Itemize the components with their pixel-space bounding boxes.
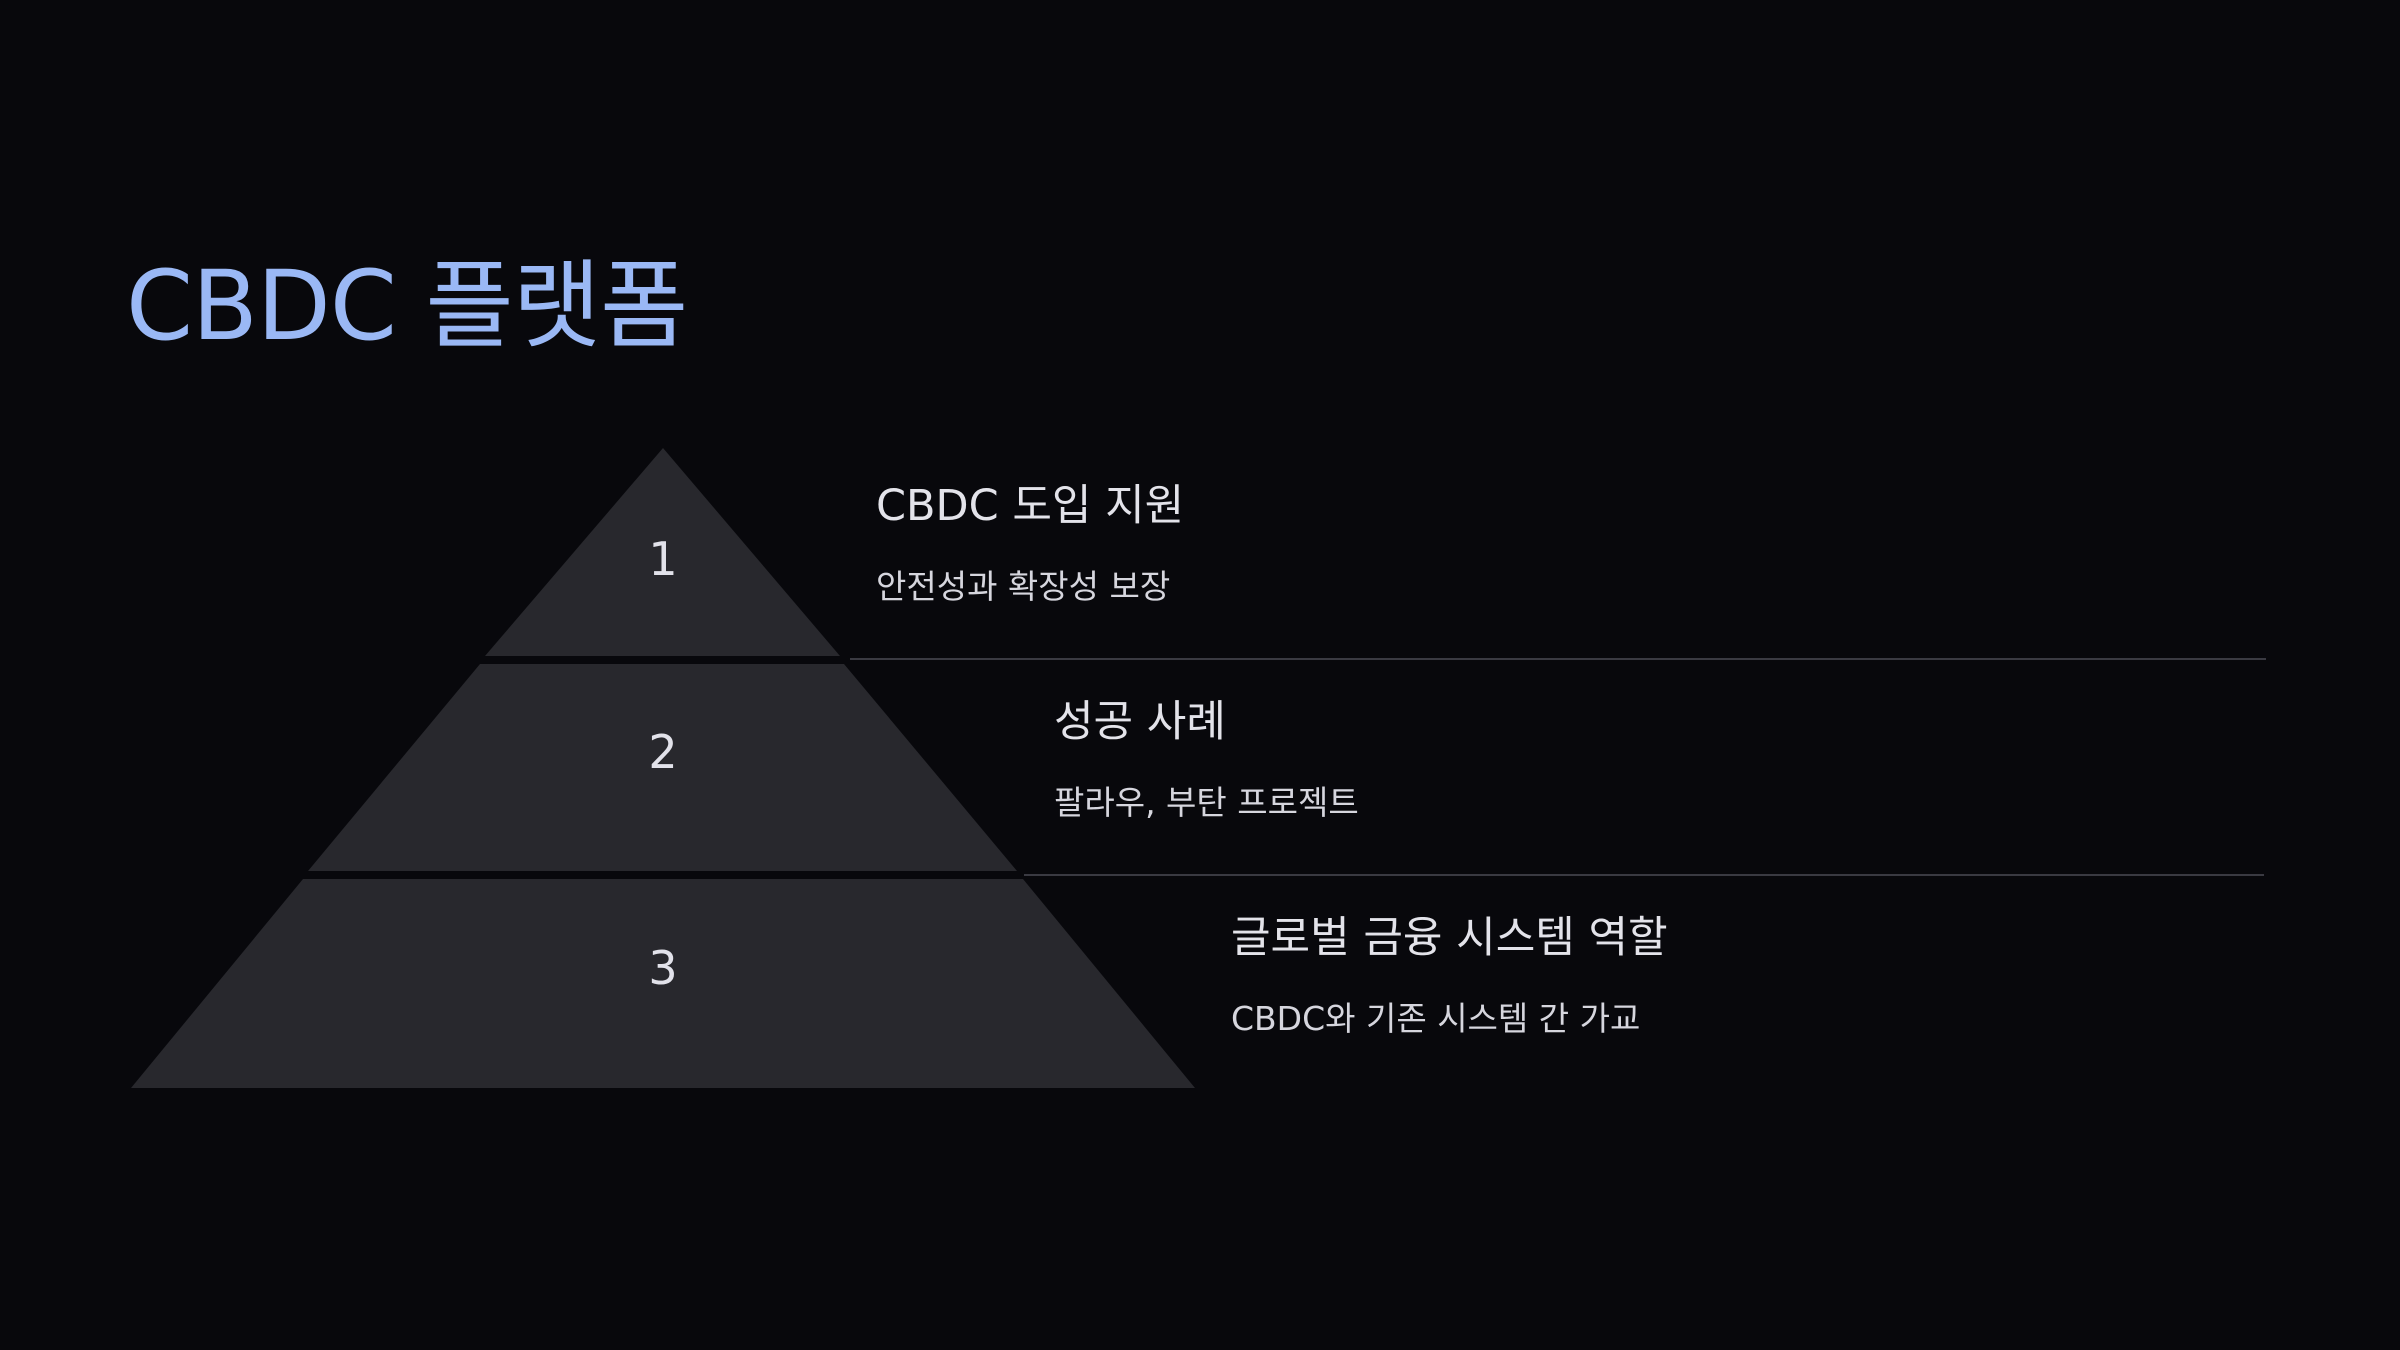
pyramid-level-2-number: 2 [648, 725, 677, 779]
level-1-divider [850, 658, 2266, 660]
pyramid-level-3-number: 3 [648, 941, 677, 995]
pyramid-level-1-number: 1 [648, 532, 677, 586]
level-3-description: CBDC와 기존 시스템 간 가교 [1231, 999, 1641, 1038]
pyramid-level-1-shape [485, 448, 840, 656]
level-1-heading: CBDC 도입 지원 [876, 481, 1185, 531]
level-3-heading: 글로벌 금융 시스템 역할 [1231, 913, 1668, 963]
pyramid-level-3-shape [131, 879, 1195, 1088]
slide-title: CBDC 플랫폼 [126, 250, 688, 362]
level-2-divider [1024, 874, 2264, 876]
level-2-heading: 성공 사례 [1054, 697, 1226, 747]
level-1-description: 안전성과 확장성 보장 [876, 567, 1171, 606]
pyramid-level-2-shape [308, 664, 1017, 871]
level-2-description: 팔라우, 부탄 프로젝트 [1054, 783, 1359, 822]
